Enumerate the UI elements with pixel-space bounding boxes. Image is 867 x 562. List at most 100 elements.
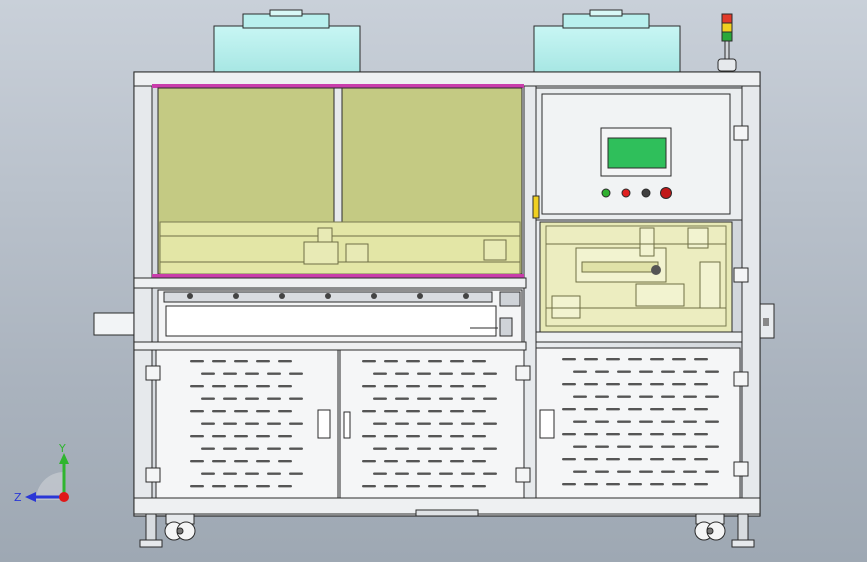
vent-slot	[672, 433, 686, 436]
vent-slot	[628, 433, 642, 436]
axis-triad: Y Z	[14, 442, 69, 504]
vent-slot	[439, 397, 453, 400]
vent-slot	[201, 397, 215, 400]
vent-slot	[212, 460, 226, 463]
vent-slot	[672, 458, 686, 461]
vent-slot	[595, 470, 609, 473]
vent-slot	[362, 485, 376, 488]
vent-slot	[584, 358, 598, 361]
vent-slot	[661, 420, 675, 423]
vent-slot	[461, 422, 475, 425]
panel-buttons	[601, 187, 672, 199]
vent-slot	[661, 470, 675, 473]
vent-slot	[234, 485, 248, 488]
vent-slot	[373, 472, 387, 475]
vent-slot	[461, 447, 475, 450]
right-caster	[694, 513, 755, 548]
vent-slot	[639, 470, 653, 473]
vent-slot	[606, 383, 620, 386]
green-start-button[interactable]	[601, 188, 611, 198]
vent-slot	[190, 460, 204, 463]
vent-slot	[245, 447, 259, 450]
vent-slot	[683, 395, 697, 398]
vent-slot	[595, 395, 609, 398]
vent-slot	[278, 360, 292, 363]
top-pink-strip	[152, 84, 524, 88]
vent-slot	[705, 395, 719, 398]
hmi-touchscreen[interactable]	[600, 127, 672, 177]
vent-slot	[201, 372, 215, 375]
vent-slot	[223, 397, 237, 400]
vent-slot	[450, 410, 464, 413]
vent-slot	[472, 410, 486, 413]
vent-slot	[417, 397, 431, 400]
vent-slot	[417, 472, 431, 475]
vent-slot	[406, 360, 420, 363]
vent-slot	[562, 458, 576, 461]
vent-slot	[234, 360, 248, 363]
vent-slot	[472, 360, 486, 363]
vent-slot	[267, 472, 281, 475]
vent-slot	[628, 458, 642, 461]
vent-slot	[406, 435, 420, 438]
vent-slot	[483, 397, 497, 400]
vent-slot	[428, 385, 442, 388]
vent-slot	[694, 358, 708, 361]
vent-slot	[406, 460, 420, 463]
vent-slot	[428, 360, 442, 363]
vent-slot	[472, 435, 486, 438]
vent-slot	[595, 420, 609, 423]
ventilation-slots	[190, 358, 719, 488]
black-reset-button[interactable]	[641, 188, 651, 198]
vent-slot	[439, 422, 453, 425]
vent-slot	[705, 370, 719, 373]
vent-slot	[584, 483, 598, 486]
vent-slot	[373, 372, 387, 375]
vent-slot	[639, 370, 653, 373]
vent-slot	[256, 460, 270, 463]
vent-slot	[223, 447, 237, 450]
vent-slot	[573, 470, 587, 473]
red-stop-button[interactable]	[621, 188, 631, 198]
vent-slot	[650, 383, 664, 386]
vent-slot	[573, 370, 587, 373]
vent-slot	[212, 360, 226, 363]
vent-slot	[278, 435, 292, 438]
vent-slot	[278, 485, 292, 488]
vent-slot	[705, 470, 719, 473]
emergency-stop-button[interactable]	[660, 187, 672, 199]
vent-slot	[628, 483, 642, 486]
vent-slot	[450, 360, 464, 363]
mechanism-window	[539, 221, 733, 333]
vent-slot	[289, 422, 303, 425]
vent-slot	[606, 458, 620, 461]
vent-slot	[223, 472, 237, 475]
vent-slot	[190, 410, 204, 413]
vent-slot	[472, 460, 486, 463]
vent-slot	[584, 433, 598, 436]
vent-slot	[584, 383, 598, 386]
vent-slot	[584, 458, 598, 461]
vent-slot	[562, 383, 576, 386]
vent-slot	[617, 420, 631, 423]
vent-slot	[694, 458, 708, 461]
vent-slot	[439, 447, 453, 450]
vent-slot	[483, 372, 497, 375]
vent-slot	[672, 408, 686, 411]
vent-slot	[223, 372, 237, 375]
vent-slot	[483, 422, 497, 425]
y-axis-label: Y	[58, 442, 66, 455]
vent-slot	[450, 460, 464, 463]
vent-slot	[705, 420, 719, 423]
vent-slot	[384, 410, 398, 413]
vent-slot	[395, 472, 409, 475]
vent-slot	[450, 385, 464, 388]
vent-slot	[384, 460, 398, 463]
vent-slot	[395, 447, 409, 450]
vent-slot	[212, 385, 226, 388]
vent-slot	[694, 433, 708, 436]
vent-slot	[256, 360, 270, 363]
vent-slot	[395, 397, 409, 400]
vent-slot	[256, 385, 270, 388]
